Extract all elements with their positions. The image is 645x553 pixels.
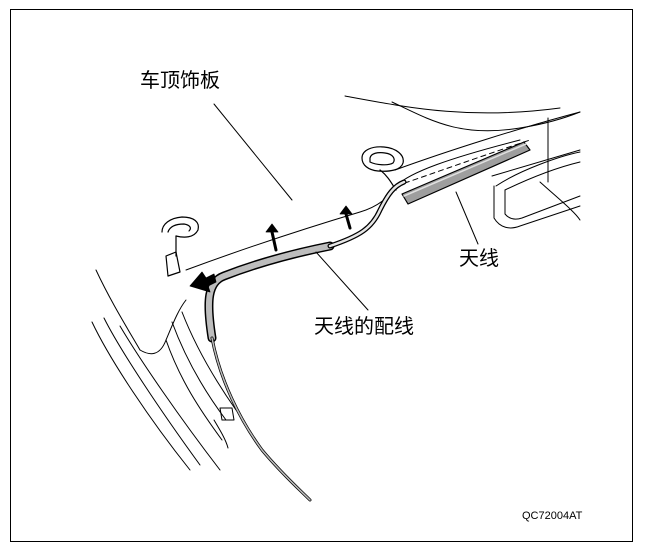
leader-antenna xyxy=(455,191,479,245)
door-frame xyxy=(493,151,581,229)
leader-headliner xyxy=(213,103,293,201)
label-antenna: 天线 xyxy=(459,246,499,270)
a-pillar xyxy=(91,269,237,471)
diagram-frame xyxy=(10,9,633,542)
leader-antenna-cable xyxy=(315,251,369,311)
routing-arrows xyxy=(189,205,353,293)
label-headliner: 车顶饰板 xyxy=(140,68,220,92)
figure-code: QC72004AT xyxy=(522,510,583,522)
roof-clip-left xyxy=(161,216,199,277)
antenna-body xyxy=(401,141,531,205)
leader-lines xyxy=(213,103,479,311)
roof-outline xyxy=(344,95,581,221)
label-antenna-cable: 天线的配线 xyxy=(314,314,414,338)
antenna-cable xyxy=(204,179,407,502)
